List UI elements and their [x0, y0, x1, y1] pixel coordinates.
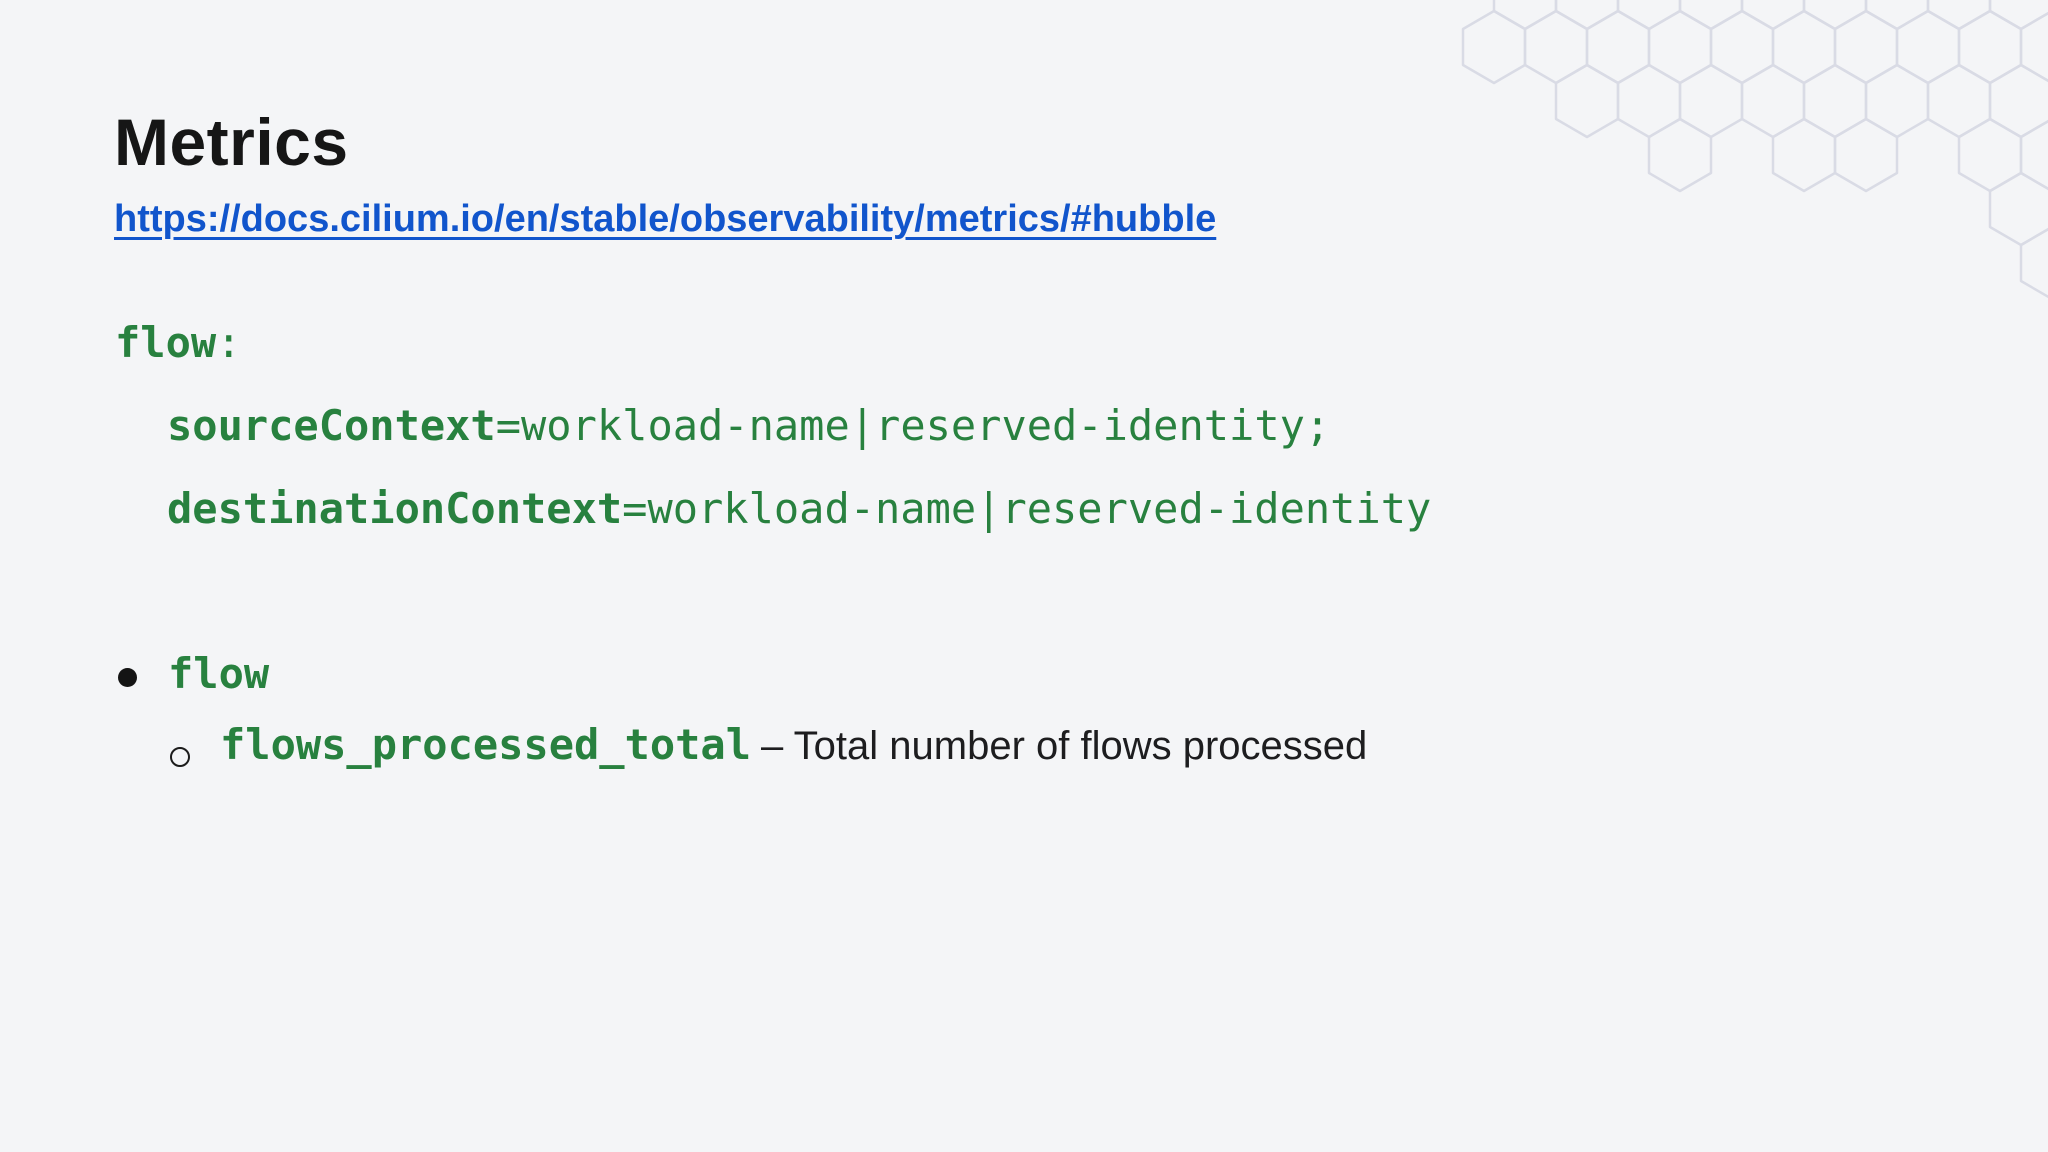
list-item-flow: flow: [168, 653, 269, 695]
code-rest: =workload-name|reserved-identity;: [495, 401, 1331, 450]
code-rest: :: [216, 318, 242, 367]
code-keyword: sourceContext: [167, 401, 496, 450]
bullet-filled-icon: [118, 668, 137, 687]
bullet-hollow-icon: [170, 747, 190, 767]
docs-link[interactable]: https://docs.cilium.io/en/stable/observa…: [114, 198, 1217, 240]
list-item-description: – Total number of flows processed: [761, 724, 1368, 768]
code-keyword: flow: [115, 318, 217, 367]
list-item-flows-processed-total: flows_processed_total– Total number of f…: [220, 724, 1368, 768]
code-line-source-context: sourceContext=workload-name|reserved-ide…: [167, 405, 1330, 447]
code-line-flow: flow:: [115, 322, 241, 364]
code-line-destination-context: destinationContext=workload-name|reserve…: [167, 488, 1431, 530]
code-rest: =workload-name|reserved-identity: [622, 484, 1432, 533]
list-item-code: flow: [168, 649, 270, 698]
page-title: Metrics: [114, 105, 349, 179]
code-keyword: destinationContext: [167, 484, 623, 533]
list-item-code: flows_processed_total: [220, 720, 752, 769]
